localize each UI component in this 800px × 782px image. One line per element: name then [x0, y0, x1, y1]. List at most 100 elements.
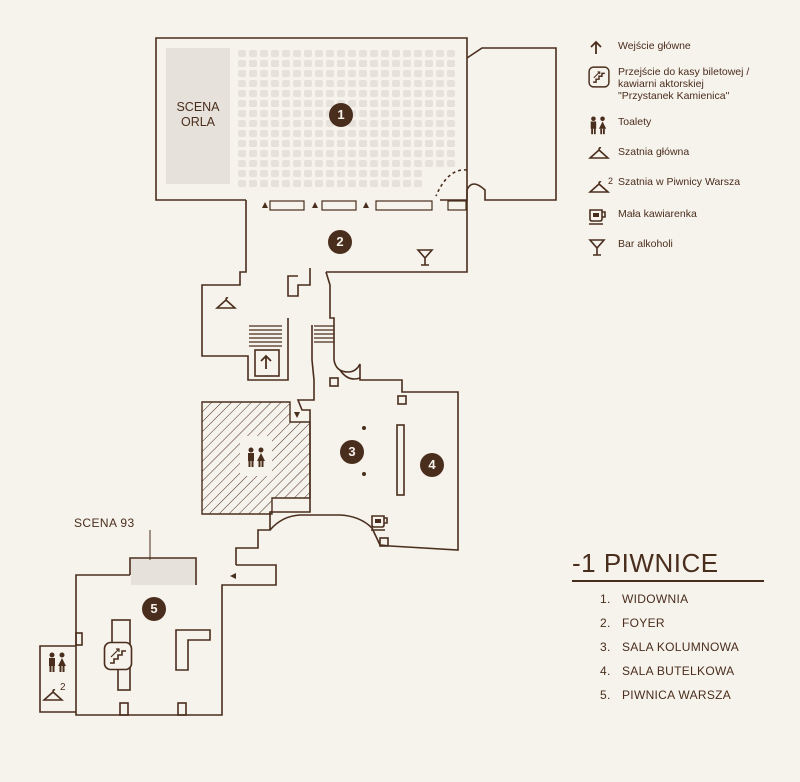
map-marker-3[interactable]: 3 [340, 440, 364, 464]
seat [260, 170, 268, 177]
seat [425, 110, 433, 117]
seat [315, 130, 323, 137]
room-item-4[interactable]: 4.SALA BUTELKOWA [600, 664, 739, 688]
seat [359, 80, 367, 87]
seat [238, 70, 246, 77]
map-marker-4[interactable]: 4 [420, 453, 444, 477]
seat [414, 180, 422, 187]
map-marker-2[interactable]: 2 [328, 230, 352, 254]
seat [282, 90, 290, 97]
stage-orla-label: SCENA ORLA [166, 100, 230, 130]
seat [348, 180, 356, 187]
legend-toilets-label: Toalety [618, 116, 652, 128]
seat [447, 140, 455, 147]
seat [381, 100, 389, 107]
seat [304, 90, 312, 97]
seat [392, 80, 400, 87]
seat [293, 90, 301, 97]
room-item-3[interactable]: 3.SALA KOLUMNOWA [600, 640, 739, 664]
seat [359, 150, 367, 157]
map-marker-5[interactable]: 5 [142, 597, 166, 621]
seat [447, 90, 455, 97]
seat [370, 160, 378, 167]
seat [348, 70, 356, 77]
seat [359, 90, 367, 97]
seat [370, 60, 378, 67]
seat [337, 50, 345, 57]
floor-title: -1 PIWNICE [572, 548, 719, 578]
seat [282, 130, 290, 137]
seat [370, 120, 378, 127]
room-name: WIDOWNIA [622, 592, 689, 606]
seat [249, 170, 257, 177]
seat [249, 130, 257, 137]
seat [370, 50, 378, 57]
seat [381, 160, 389, 167]
room-item-2[interactable]: 2.FOYER [600, 616, 739, 640]
seat [326, 130, 334, 137]
seat [249, 50, 257, 57]
seat [271, 70, 279, 77]
seat [249, 90, 257, 97]
room-list: 1.WIDOWNIA 2.FOYER 3.SALA KOLUMNOWA 4.SA… [600, 592, 739, 712]
seat [249, 100, 257, 107]
seat [304, 150, 312, 157]
seat [238, 160, 246, 167]
room-item-1[interactable]: 1.WIDOWNIA [600, 592, 739, 616]
right-corridor [326, 47, 557, 273]
seat [403, 110, 411, 117]
room-name: FOYER [622, 616, 665, 630]
room-name: PIWNICA WARSZA [622, 688, 732, 702]
seat [249, 140, 257, 147]
seat [359, 170, 367, 177]
seat [304, 170, 312, 177]
seat [282, 60, 290, 67]
seat [282, 100, 290, 107]
arrow-up-icon [590, 40, 602, 54]
seat [436, 60, 444, 67]
seat [414, 110, 422, 117]
seat [425, 50, 433, 57]
seat [359, 120, 367, 127]
seat [392, 110, 400, 117]
seat [447, 160, 455, 167]
seat [293, 150, 301, 157]
seat [326, 170, 334, 177]
seat [315, 160, 323, 167]
seat [447, 120, 455, 127]
seat [447, 150, 455, 157]
seat [315, 140, 323, 147]
seat [260, 120, 268, 127]
seat [304, 70, 312, 77]
seat [381, 140, 389, 147]
seat [315, 80, 323, 87]
seat [337, 170, 345, 177]
seat [381, 90, 389, 97]
map-marker-1[interactable]: 1 [329, 103, 353, 127]
room-item-5[interactable]: 5.PIWNICA WARSZA [600, 688, 739, 712]
seat [414, 70, 422, 77]
cup-icon [589, 209, 606, 225]
seat [260, 60, 268, 67]
seat [414, 130, 422, 137]
seat [381, 80, 389, 87]
seat [260, 180, 268, 187]
seat [425, 160, 433, 167]
hanger-2-icon: 2 [42, 682, 72, 708]
seat [348, 150, 356, 157]
seat [447, 80, 455, 87]
seat [359, 100, 367, 107]
cup-icon [371, 515, 388, 531]
seat [392, 180, 400, 187]
seat [348, 90, 356, 97]
seat [403, 140, 411, 147]
seat [425, 120, 433, 127]
seat [337, 70, 345, 77]
seat [326, 160, 334, 167]
arrow-up-icon [260, 354, 272, 369]
seat [304, 110, 312, 117]
seat [304, 180, 312, 187]
seat [436, 90, 444, 97]
legend-cloakroom-label: Szatnia główna [618, 146, 690, 158]
seat [260, 90, 268, 97]
